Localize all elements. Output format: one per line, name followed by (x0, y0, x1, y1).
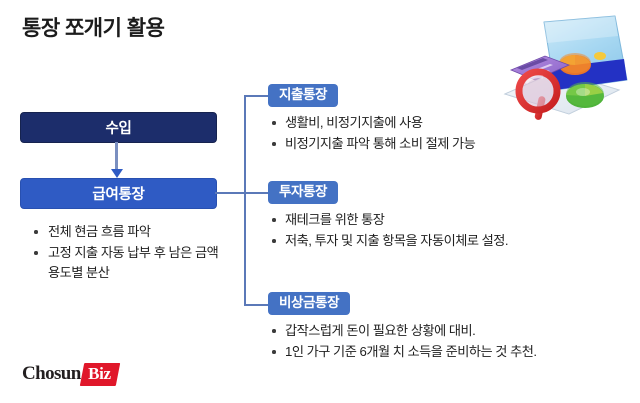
flow-node-income: 수입 (20, 112, 217, 143)
status-badge: 지출통장 (268, 84, 339, 107)
connector-branch-spending (244, 95, 268, 97)
list-item: 비정기지출 파악 통해 소비 절제 가능 (268, 133, 476, 154)
screen-pie-chart (559, 52, 606, 75)
section-bullet-list: 갑작스럽게 돈이 필요한 상황에 대비. 1인 가구 기준 6개월 치 소득을 … (268, 320, 537, 362)
status-badge: 투자통장 (268, 181, 339, 204)
section-emergency-account: 비상금통장 갑작스럽게 돈이 필요한 상황에 대비. 1인 가구 기준 6개월 … (268, 292, 537, 362)
page-title: 통장 쪼개기 활용 (22, 17, 165, 40)
section-bullet-list: 재테크를 위한 통장 저축, 투자 및 지출 항목을 자동이체로 설정. (268, 209, 509, 251)
flow-node-salary: 급여통장 (20, 178, 217, 209)
section-bullet-list: 생활비, 비정기지출에 사용 비정기지출 파악 통해 소비 절제 가능 (268, 112, 476, 154)
list-item: 1인 가구 기준 6개월 치 소득을 준비하는 것 추천. (268, 341, 537, 362)
section-investment-account: 투자통장 재테크를 위한 통장 저축, 투자 및 지출 항목을 자동이체로 설정… (268, 181, 509, 251)
magnifying-glass-icon (515, 68, 561, 120)
list-item: 생활비, 비정기지출에 사용 (268, 112, 475, 133)
status-badge: 비상금통장 (268, 292, 351, 315)
list-item: 저축, 투자 및 지출 항목을 자동이체로 설정. (268, 230, 509, 251)
section-spending-account: 지출통장 생활비, 비정기지출에 사용 비정기지출 파악 통해 소비 절제 가능 (268, 84, 476, 154)
logo-primary-text: Chosun (22, 363, 81, 384)
connector-trunk (244, 95, 246, 305)
salary-bullet-list: 전체 현금 흐름 파악 고정 지출 자동 납부 후 남은 금액 용도별 분산 (30, 222, 225, 284)
down-arrow-icon (110, 142, 123, 178)
flow-node-salary-label: 급여통장 (92, 187, 145, 203)
laptop-finance-illustration (487, 8, 635, 120)
list-item: 전체 현금 흐름 파악 (30, 222, 225, 242)
chosunbiz-logo: Chosun Biz (22, 362, 120, 386)
connector-branch-emergency (244, 304, 268, 306)
list-item: 갑작스럽게 돈이 필요한 상황에 대비. (268, 320, 537, 341)
logo-badge: Biz (79, 362, 120, 386)
connector-branch-investment (215, 192, 268, 194)
green-pie-chart (566, 82, 604, 108)
logo-secondary-text: Biz (87, 363, 111, 383)
list-item: 고정 지출 자동 납부 후 남은 금액 용도별 분산 (30, 243, 225, 283)
flow-node-income-label: 수입 (105, 121, 132, 137)
list-item: 재테크를 위한 통장 (268, 209, 508, 230)
